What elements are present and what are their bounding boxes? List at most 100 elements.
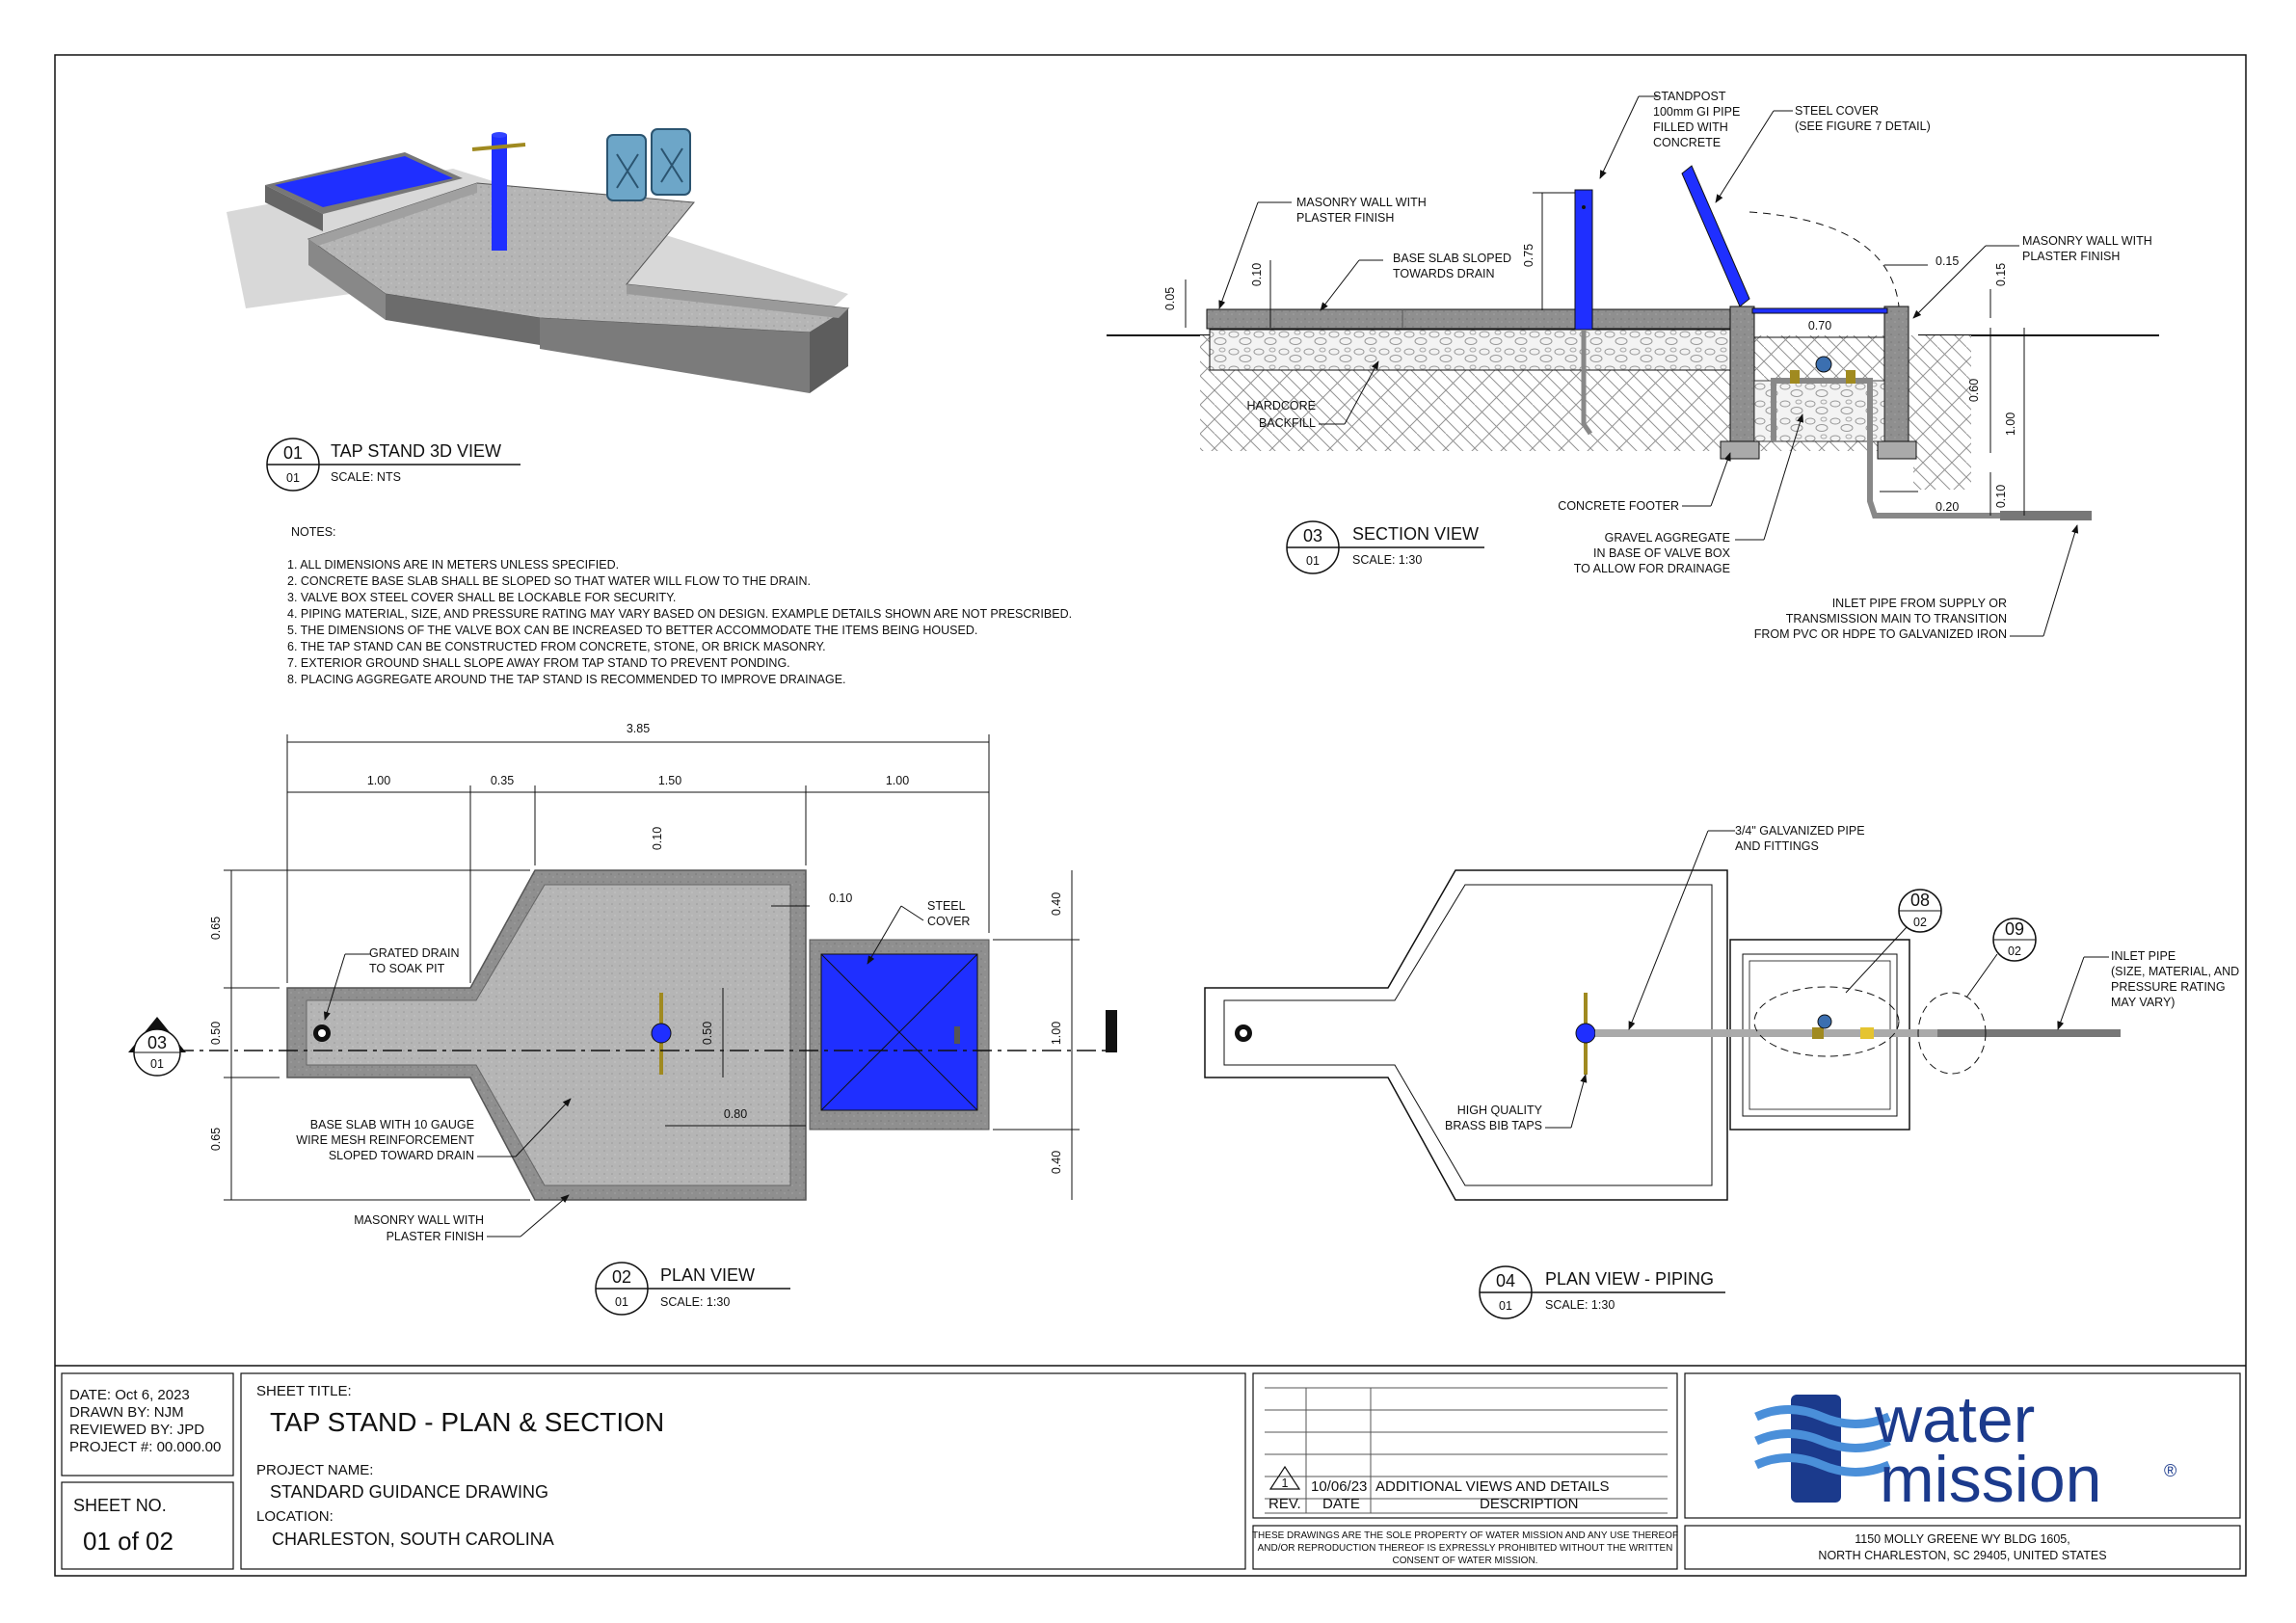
valve-box-wall-left — [1729, 306, 1755, 442]
section-standpost — [1574, 189, 1593, 331]
3d-standpost — [492, 135, 507, 251]
view-02-label: 02 01 PLAN VIEW SCALE: 1:30 — [595, 1262, 790, 1316]
svg-text:0.40: 0.40 — [1050, 1151, 1063, 1174]
svg-text:CONCRETE: CONCRETE — [1653, 136, 1721, 149]
svg-text:1.00: 1.00 — [2004, 412, 2017, 436]
svg-text:02: 02 — [1913, 916, 1927, 929]
svg-text:PLASTER FINISH: PLASTER FINISH — [1296, 211, 1394, 225]
piping-plan-view: 08 02 09 02 3/4" GALVANIZED PIPE AND FIT… — [1204, 824, 2239, 1201]
svg-text:3.85: 3.85 — [627, 722, 650, 735]
svg-text:MASONRY WALL WITH: MASONRY WALL WITH — [1296, 196, 1427, 209]
svg-text:PLASTER FINISH: PLASTER FINISH — [387, 1230, 484, 1243]
svg-text:0.65: 0.65 — [209, 1128, 223, 1151]
svg-text:IN BASE OF VALVE BOX: IN BASE OF VALVE BOX — [1593, 546, 1731, 560]
svg-text:TAP STAND 3D VIEW: TAP STAND 3D VIEW — [331, 441, 501, 461]
svg-text:BRASS BIB TAPS: BRASS BIB TAPS — [1445, 1119, 1542, 1132]
svg-text:PRESSURE RATING: PRESSURE RATING — [2111, 980, 2226, 994]
concrete-footer — [1720, 440, 1760, 460]
svg-text:1150 MOLLY GREENE WY BLDG 1605: 1150 MOLLY GREENE WY BLDG 1605, — [1855, 1532, 2070, 1546]
svg-text:SECTION VIEW: SECTION VIEW — [1352, 524, 1479, 544]
svg-text:COVER: COVER — [927, 915, 970, 928]
svg-text:BASE SLAB SLOPED: BASE SLAB SLOPED — [1393, 252, 1511, 265]
svg-text:GRATED DRAIN: GRATED DRAIN — [369, 946, 460, 960]
svg-text:1: 1 — [1282, 1477, 1289, 1490]
3d-steel-cover — [275, 156, 453, 207]
svg-text:0.10: 0.10 — [1250, 263, 1264, 286]
svg-text:SCALE: 1:30: SCALE: 1:30 — [1545, 1298, 1615, 1312]
svg-text:01: 01 — [283, 443, 303, 463]
svg-text:1. ALL DIMENSIONS ARE IN ME: 1. ALL DIMENSIONS ARE IN METERS UNLESS S… — [287, 558, 619, 572]
svg-text:STANDPOST: STANDPOST — [1653, 90, 1726, 103]
svg-text:0.10: 0.10 — [1994, 485, 2008, 508]
plan-view: 03 01 3.85 1.00 0.35 1.50 1.00 0.10 0.10… — [128, 722, 1117, 1243]
svg-text:DATE: DATE — [1322, 1496, 1360, 1512]
svg-text:0.75: 0.75 — [1522, 244, 1535, 267]
svg-text:SHEET TITLE:: SHEET TITLE: — [256, 1383, 352, 1399]
svg-text:CHARLESTON, SOUTH CAROLINA: CHARLESTON, SOUTH CAROLINA — [272, 1530, 554, 1549]
svg-text:MAY VARY): MAY VARY) — [2111, 996, 2175, 1009]
section-pipe — [1771, 378, 2000, 519]
svg-text:1.00: 1.00 — [886, 774, 909, 787]
svg-text:PROJECT NAME:: PROJECT NAME: — [256, 1462, 373, 1478]
svg-text:TO SOAK PIT: TO SOAK PIT — [369, 962, 445, 975]
svg-text:SCALE: 1:30: SCALE: 1:30 — [660, 1295, 730, 1309]
svg-text:TAP STAND - PLAN & SECTION: TAP STAND - PLAN & SECTION — [270, 1407, 664, 1437]
section-steel-cover — [1681, 165, 1750, 307]
title-block: DATE: Oct 6, 2023 DRAWN BY: NJM REVIEWED… — [55, 1365, 2246, 1570]
svg-text:03: 03 — [147, 1033, 167, 1052]
section-marker: 03 01 — [128, 1017, 186, 1077]
svg-text:mission: mission — [1880, 1443, 2102, 1516]
svg-text:01: 01 — [615, 1295, 628, 1309]
svg-text:ADDITIONAL VIEWS AND DETAILS: ADDITIONAL VIEWS AND DETAILS — [1375, 1478, 1610, 1495]
svg-text:CONCRETE FOOTER: CONCRETE FOOTER — [1558, 499, 1679, 513]
svg-text:09: 09 — [2005, 919, 2024, 939]
view-01-label: 01 01 TAP STAND 3D VIEW SCALE: NTS — [266, 438, 521, 492]
3d-jerry-can — [606, 134, 647, 201]
svg-text:HIGH QUALITY: HIGH QUALITY — [1457, 1104, 1543, 1117]
svg-text:100mm GI PIPE: 100mm GI PIPE — [1653, 105, 1740, 119]
svg-text:0.50: 0.50 — [701, 1022, 714, 1045]
svg-text:7. EXTERIOR GROUND SHALL SL: 7. EXTERIOR GROUND SHALL SLOPE AWAY FROM… — [287, 656, 790, 670]
svg-text:TO ALLOW FOR DRAINAGE: TO ALLOW FOR DRAINAGE — [1574, 562, 1730, 575]
svg-text:(SEE FIGURE 7 DETAIL): (SEE FIGURE 7 DETAIL) — [1795, 120, 1931, 133]
svg-text:MASONRY WALL WITH: MASONRY WALL WITH — [2022, 234, 2152, 248]
svg-text:AND/OR REPRODUCTION THEREOF IS: AND/OR REPRODUCTION THEREOF IS EXPRESSLY… — [1258, 1543, 1673, 1554]
svg-text:0.15: 0.15 — [1936, 254, 1959, 268]
svg-text:08: 08 — [1910, 891, 1930, 910]
svg-text:01: 01 — [150, 1057, 164, 1071]
svg-text:01 of 02: 01 of 02 — [83, 1527, 174, 1556]
notes: NOTES: 1. ALL DIMENSIONS ARE IN METERS U… — [287, 525, 1072, 686]
svg-text:INLET PIPE FROM SUPPLY OR: INLET PIPE FROM SUPPLY OR — [1832, 597, 2007, 610]
svg-text:0.65: 0.65 — [209, 917, 223, 940]
svg-text:SCALE: NTS: SCALE: NTS — [331, 470, 401, 484]
svg-text:6. THE TAP STAND CAN BE CON: 6. THE TAP STAND CAN BE CONSTRUCTED FROM… — [287, 640, 826, 653]
svg-text:0.80: 0.80 — [724, 1107, 747, 1121]
water-mission-logo: water mission ® — [1754, 1383, 2176, 1516]
svg-text:CONSENT OF WATER MISSION.: CONSENT OF WATER MISSION. — [1393, 1556, 1538, 1566]
svg-text:water: water — [1874, 1383, 2035, 1456]
svg-text:DRAWN BY: NJM: DRAWN BY: NJM — [69, 1404, 184, 1421]
svg-text:GRAVEL AGGREGATE: GRAVEL AGGREGATE — [1605, 531, 1730, 545]
svg-text:0.60: 0.60 — [1967, 379, 1981, 402]
svg-text:STEEL: STEEL — [927, 899, 966, 913]
svg-text:03: 03 — [1303, 526, 1322, 545]
view-03-label: 03 01 SECTION VIEW SCALE: 1:30 — [1286, 520, 1484, 574]
svg-text:BACKFILL: BACKFILL — [1259, 416, 1316, 430]
svg-text:INLET PIPE: INLET PIPE — [2111, 949, 2176, 963]
hardcore-backfill — [1209, 329, 1731, 371]
svg-text:01: 01 — [286, 471, 300, 485]
svg-text:0.10: 0.10 — [651, 827, 664, 850]
svg-text:0.50: 0.50 — [209, 1022, 223, 1045]
svg-text:1.00: 1.00 — [1050, 1022, 1063, 1045]
svg-text:AND FITTINGS: AND FITTINGS — [1735, 839, 1819, 853]
svg-text:02: 02 — [612, 1267, 631, 1287]
svg-text:1.00: 1.00 — [367, 774, 390, 787]
svg-text:0.70: 0.70 — [1808, 319, 1831, 333]
svg-text:PROJECT #: 00.000.00: PROJECT #: 00.000.00 — [69, 1439, 221, 1455]
svg-text:3/4" GALVANIZED PIPE: 3/4" GALVANIZED PIPE — [1735, 824, 1865, 838]
svg-text:SHEET NO.: SHEET NO. — [73, 1496, 167, 1515]
svg-text:0.15: 0.15 — [1994, 263, 2008, 286]
svg-text:REVIEWED BY: JPD: REVIEWED BY: JPD — [69, 1422, 204, 1438]
svg-text:01: 01 — [1306, 554, 1320, 568]
